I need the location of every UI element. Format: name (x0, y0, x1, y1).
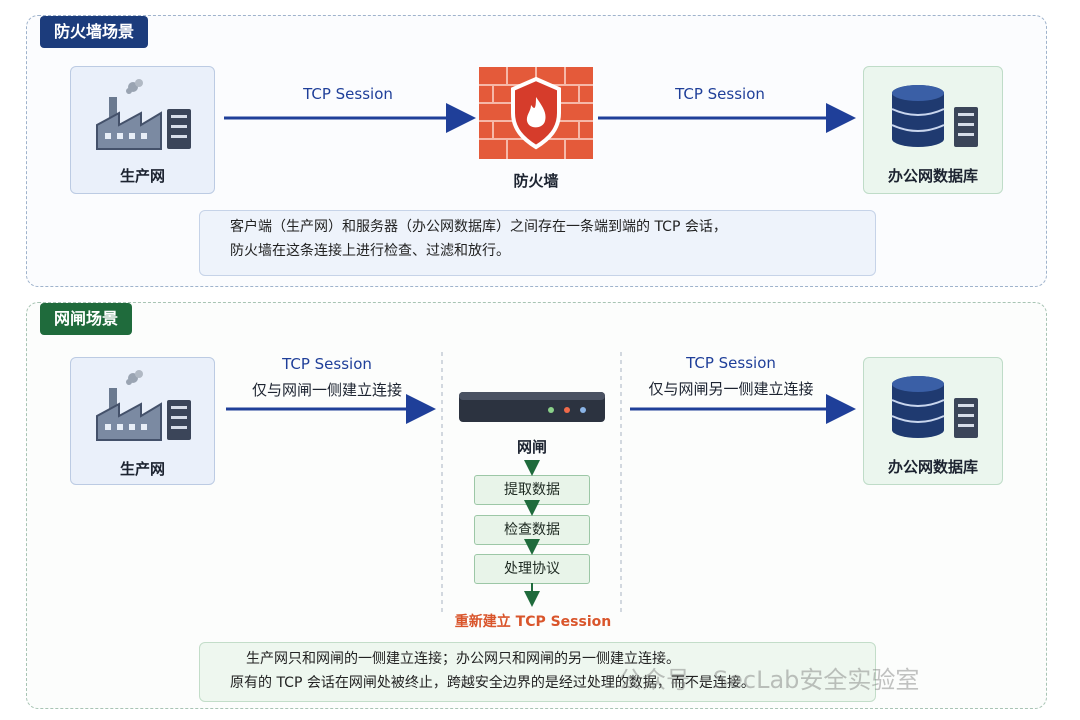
reestablish-session-label: 重新建立 TCP Session (454, 614, 612, 630)
gateway-edge-left-sublabel: 仅与网闸一侧建立连接 (251, 381, 402, 399)
database-icon (891, 376, 978, 438)
gateway-office-database-node: 办公网数据库 (863, 357, 1003, 485)
gateway-scenario-title: 网闸场景 (40, 303, 133, 335)
gateway-production-network-node: 生产网 (70, 357, 215, 485)
gateway-edge-right-sublabel: 仅与网闸另一侧建立连接 (648, 380, 814, 398)
watermark: 公众号 · SecLab安全实验室 (618, 666, 920, 694)
production-network-node: 生产网 (70, 66, 215, 194)
edge-left-tcp-label: TCP Session (303, 85, 393, 103)
factory-icon (96, 79, 191, 150)
edge-right-tcp-label: TCP Session (675, 85, 765, 103)
gateway-note-line-2: 原有的 TCP 会话在网闸处被终止，跨越安全边界的是经过处理的数据，而不是连接。 (230, 675, 755, 691)
gateway-edge-left-tcp-label: TCP Session (282, 355, 372, 373)
office-database-label: 办公网数据库 (887, 167, 978, 185)
factory-icon (96, 370, 191, 441)
gateway-edge-right-tcp-label: TCP Session (686, 354, 776, 372)
gateway-office-database-label: 办公网数据库 (887, 458, 978, 476)
gateway-explanation-note: 生产网只和网闸的一侧建立连接；办公网只和网闸的另一侧建立连接。 原有的 TCP … (199, 642, 876, 702)
firewall-note-line-1: 客户端（生产网）和服务器（办公网数据库）之间存在一条端到端的 TCP 会话， (230, 219, 727, 235)
gateway-label: 网闸 (516, 438, 547, 456)
production-network-label: 生产网 (119, 167, 165, 185)
gateway-device-icon (459, 392, 605, 422)
firewall-label: 防火墙 (513, 172, 559, 190)
firewall-explanation-note: 客户端（生产网）和服务器（办公网数据库）之间存在一条端到端的 TCP 会话， 防… (199, 210, 876, 276)
database-icon (891, 85, 978, 147)
firewall-brick-icon (479, 67, 593, 159)
firewall-note-line-2: 防火墙在这条连接上进行检查、过滤和放行。 (230, 243, 510, 259)
office-database-node: 办公网数据库 (863, 66, 1003, 194)
gateway-note-line-1: 生产网只和网闸的一侧建立连接；办公网只和网闸的另一侧建立连接。 (246, 651, 680, 667)
gateway-production-network-label: 生产网 (119, 460, 165, 478)
firewall-scenario-title: 防火墙场景 (40, 16, 149, 48)
